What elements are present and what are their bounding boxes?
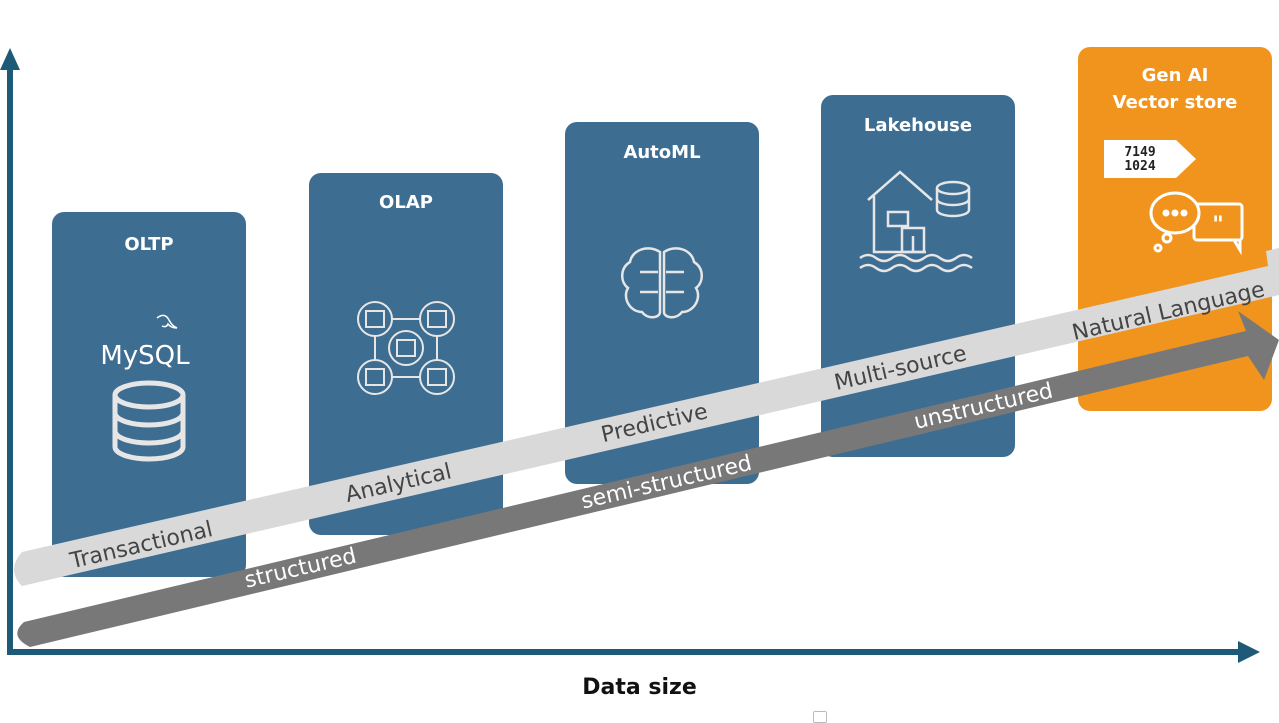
mysql-dolphin-icon	[156, 314, 178, 329]
database-icon	[112, 380, 186, 462]
lakehouse-icon	[859, 170, 973, 273]
brain-circuit-icon	[621, 247, 703, 319]
card-genai: Gen AI Vector store 7149 1024 "	[1078, 47, 1272, 411]
lower-band-arrow	[17, 311, 1279, 647]
vector-tag-icon: 7149 1024	[1104, 140, 1196, 178]
card-title-line2: Vector store	[1113, 92, 1238, 113]
small-box-marker	[813, 711, 827, 723]
mysql-logo: MySQL	[100, 341, 190, 371]
card-automl: AutoML	[565, 122, 759, 484]
card-oltp: OLTP MySQL	[52, 212, 246, 577]
card-title: OLAP	[379, 192, 433, 213]
card-olap: OLAP	[309, 173, 503, 535]
network-cluster-icon	[357, 301, 455, 395]
svg-text:": "	[1212, 213, 1223, 238]
vector-value-1: 7149	[1124, 145, 1155, 160]
y-axis	[0, 48, 20, 655]
x-axis	[7, 641, 1260, 663]
upper-band-arrow	[14, 248, 1279, 586]
card-title: AutoML	[623, 142, 700, 163]
band-label-structured: structured	[242, 544, 359, 594]
x-axis-label: Data size	[582, 675, 697, 700]
chat-bubbles-icon: "	[1149, 191, 1244, 256]
card-title: OLTP	[124, 234, 173, 255]
card-title-line1: Gen AI	[1142, 65, 1209, 86]
vector-value-2: 1024	[1124, 159, 1155, 174]
card-title: Lakehouse	[864, 115, 972, 136]
